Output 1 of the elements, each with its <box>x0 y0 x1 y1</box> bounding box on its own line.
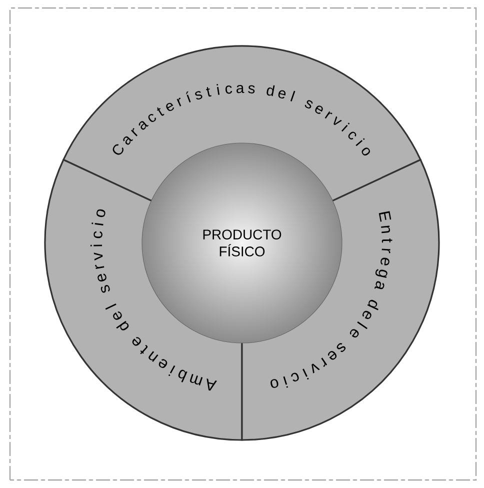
sphere: PRODUCTO FÍSICO <box>142 142 342 344</box>
